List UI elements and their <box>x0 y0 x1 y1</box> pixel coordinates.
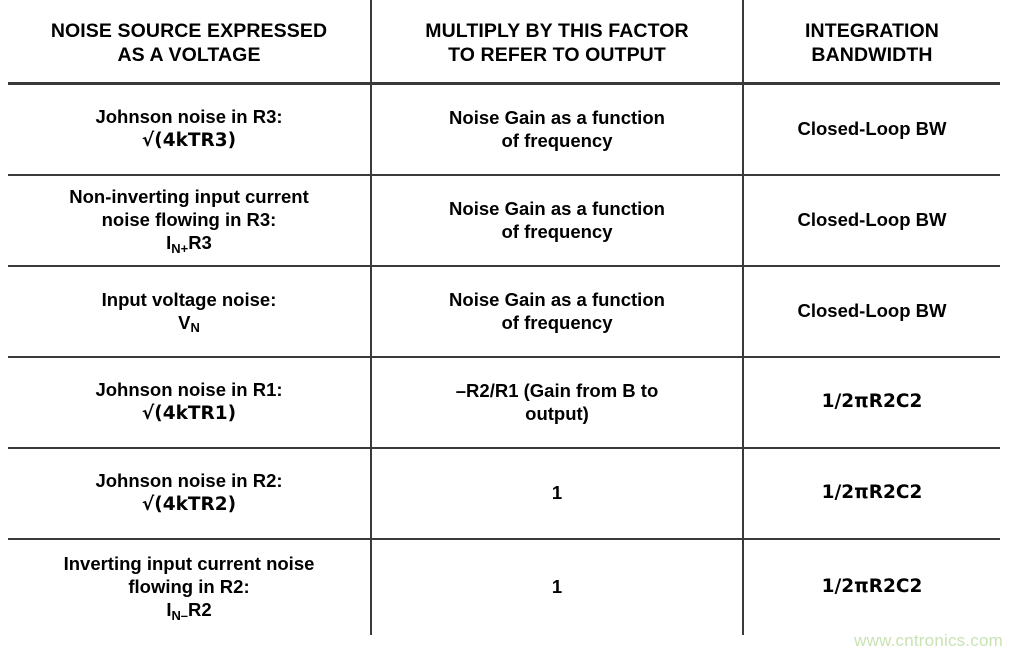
cell-integration-bandwidth: 1/2πR2C2 <box>742 357 1000 449</box>
noise-source-formula-expression: √(4kTR3) <box>141 130 237 151</box>
column-header-multiply-factor-line2: TO REFER TO OUTPUT <box>448 44 666 66</box>
noise-source-description: Johnson noise in R3: <box>95 106 283 128</box>
table-row: Johnson noise in R3: √(4kTR3) Noise Gain… <box>8 83 1000 176</box>
table-row: Johnson noise in R1: √(4kTR1) –R2/R1 (Ga… <box>8 357 1000 449</box>
multiply-factor-line2: of frequency <box>501 311 613 333</box>
cell-noise-source: Johnson noise in R1: √(4kTR1) <box>8 357 371 449</box>
noise-source-description-cont: noise flowing in R3: <box>101 209 277 231</box>
noise-source-formula-subscript: N– <box>171 607 189 623</box>
noise-source-formula-subscript: N <box>190 320 200 336</box>
column-header-integration-bandwidth-line1: INTEGRATION <box>805 19 939 42</box>
noise-source-formula-symbol: I <box>166 598 172 620</box>
cell-noise-source: Johnson noise in R2: √(4kTR2) <box>8 448 371 540</box>
cell-multiply-factor: 1 <box>370 539 743 635</box>
noise-source-formula-expression: √(4kTR2) <box>141 494 237 515</box>
table-row: Inverting input current noise flowing in… <box>8 539 1000 635</box>
multiply-factor-line1: –R2/R1 (Gain from B to <box>455 379 659 401</box>
cell-noise-source: Johnson noise in R3: √(4kTR3) <box>8 83 371 176</box>
multiply-factor-line1: 1 <box>551 576 563 598</box>
column-header-noise-source-line1: NOISE SOURCE EXPRESSED <box>50 19 328 42</box>
column-header-noise-source-line2: AS A VOLTAGE <box>117 44 261 66</box>
site-watermark: www.cntronics.com <box>854 631 1003 650</box>
cell-multiply-factor: Noise Gain as a function of frequency <box>370 266 743 358</box>
table-header-row: NOISE SOURCE EXPRESSED AS A VOLTAGE MULT… <box>8 0 1000 85</box>
table-row: Input voltage noise: VN Noise Gain as a … <box>8 266 1000 358</box>
noise-source-formula-term: R2 <box>188 598 212 620</box>
noise-contributions-table: NOISE SOURCE EXPRESSED AS A VOLTAGE MULT… <box>8 0 1000 635</box>
noise-source-description: Inverting input current noise <box>63 553 315 575</box>
noise-source-description: Johnson noise in R1: <box>95 379 283 401</box>
column-header-multiply-factor: MULTIPLY BY THIS FACTOR TO REFER TO OUTP… <box>370 0 743 85</box>
noise-source-formula: IN–R2 <box>16 598 362 623</box>
multiply-factor-line1: Noise Gain as a function <box>449 288 665 310</box>
column-header-integration-bandwidth-line2: BANDWIDTH <box>811 44 933 66</box>
cell-integration-bandwidth: Closed-Loop BW <box>742 266 1000 358</box>
noise-source-formula: √(4kTR3) <box>16 129 362 153</box>
cell-multiply-factor: 1 <box>370 448 743 540</box>
table-header: NOISE SOURCE EXPRESSED AS A VOLTAGE MULT… <box>8 0 1000 85</box>
noise-source-formula-term: R3 <box>188 231 212 253</box>
multiply-factor-line1: 1 <box>551 482 563 504</box>
noise-source-formula: IN+R3 <box>16 231 362 256</box>
column-header-multiply-factor-line1: MULTIPLY BY THIS FACTOR <box>425 19 689 42</box>
cell-multiply-factor: Noise Gain as a function of frequency <box>370 83 743 176</box>
noise-source-formula-subscript: N+ <box>171 240 189 256</box>
table-row: Johnson noise in R2: √(4kTR2) 1 1/2πR2C2 <box>8 448 1000 540</box>
column-header-integration-bandwidth: INTEGRATION BANDWIDTH <box>742 0 1000 85</box>
multiply-factor-line2: of frequency <box>501 220 613 242</box>
table-body: Johnson noise in R3: √(4kTR3) Noise Gain… <box>8 83 1000 635</box>
cell-noise-source: Inverting input current noise flowing in… <box>8 539 371 635</box>
cell-multiply-factor: Noise Gain as a function of frequency <box>370 175 743 267</box>
cell-integration-bandwidth: 1/2πR2C2 <box>742 539 1000 635</box>
table-row: Non-inverting input current noise flowin… <box>8 175 1000 267</box>
cell-multiply-factor: –R2/R1 (Gain from B to output) <box>370 357 743 449</box>
column-header-noise-source: NOISE SOURCE EXPRESSED AS A VOLTAGE <box>8 0 371 85</box>
noise-source-formula: √(4kTR1) <box>16 402 362 426</box>
multiply-factor-line2: output) <box>525 402 589 424</box>
cell-integration-bandwidth: Closed-Loop BW <box>742 83 1000 176</box>
noise-source-formula: √(4kTR2) <box>16 493 362 517</box>
multiply-factor-line1: Noise Gain as a function <box>449 197 665 219</box>
cell-noise-source: Input voltage noise: VN <box>8 266 371 358</box>
cell-noise-source: Non-inverting input current noise flowin… <box>8 175 371 267</box>
noise-source-formula-expression: √(4kTR1) <box>141 403 237 424</box>
multiply-factor-line2: of frequency <box>501 129 613 151</box>
noise-source-description: Johnson noise in R2: <box>95 470 283 492</box>
noise-source-description: Input voltage noise: <box>101 288 277 310</box>
noise-source-formula-symbol: I <box>166 231 172 253</box>
multiply-factor-line1: Noise Gain as a function <box>449 106 665 128</box>
noise-source-description-cont: flowing in R2: <box>128 576 250 598</box>
noise-source-formula-symbol: V <box>178 311 191 333</box>
noise-source-formula: VN <box>16 311 362 336</box>
cell-integration-bandwidth: 1/2πR2C2 <box>742 448 1000 540</box>
cell-integration-bandwidth: Closed-Loop BW <box>742 175 1000 267</box>
noise-source-description: Non-inverting input current <box>69 186 309 208</box>
